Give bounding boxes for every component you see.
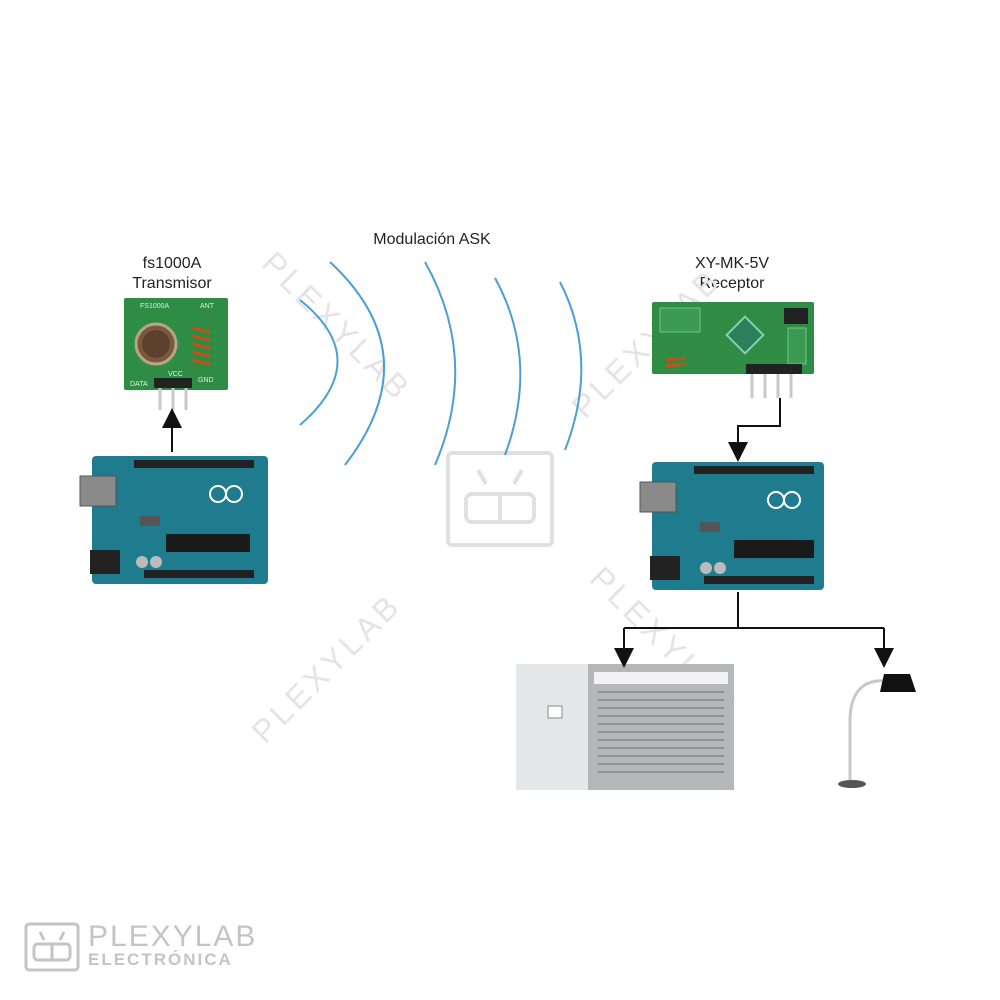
transmitter-module: FS1000A ANT DATA VCC GND [124,298,228,410]
shutter-switch [547,705,563,719]
transmitter-model-label: fs1000A [142,255,202,272]
usb-port [639,481,677,513]
module-pins [750,374,793,398]
mcu-chip [734,540,814,558]
wave-arc-1 [299,299,339,426]
receiver-module [652,302,814,398]
shutter-slats [598,691,724,773]
transmitter-role-label: Transmisor [132,275,212,292]
wave-arc-3 [424,261,457,466]
power-jack [650,556,680,580]
transmitter-arduino [79,456,268,584]
power-jack [90,550,120,574]
antenna-coil [191,326,211,366]
svg-text:DATA: DATA [130,381,148,388]
receiver-coil [725,315,765,355]
svg-text:FS1000A: FS1000A [140,303,170,310]
center-watermark-icon [446,451,554,547]
receiver-model-label: XY-MK-5V [694,255,770,272]
mcu-chip [166,534,250,552]
svg-text:ANT: ANT [200,303,215,310]
lamp-base [838,780,866,788]
diagram-title: Modulación ASK [373,231,491,248]
usb-port [79,475,117,507]
wave-arc-2 [329,261,385,466]
arrow-to-shutter [624,627,884,658]
floor-lamp [838,674,916,788]
module-pins [158,388,188,410]
receiver-role-label: Receptor [699,275,765,292]
svg-text:GND: GND [198,377,214,384]
roller-shutter [516,664,734,790]
logo-brand: PLEXYLAB [88,920,258,953]
svg-text:VCC: VCC [168,371,183,378]
logo-subtitle: ELECTRÓNICA [88,950,233,969]
receiver-arduino [639,462,824,590]
arrow-receiver-to-arduino [728,398,781,462]
lamp-shade [880,674,916,692]
wave-arc-4 [494,277,522,456]
plexylab-logo-icon [24,922,80,972]
wave-arc-5 [559,281,583,451]
